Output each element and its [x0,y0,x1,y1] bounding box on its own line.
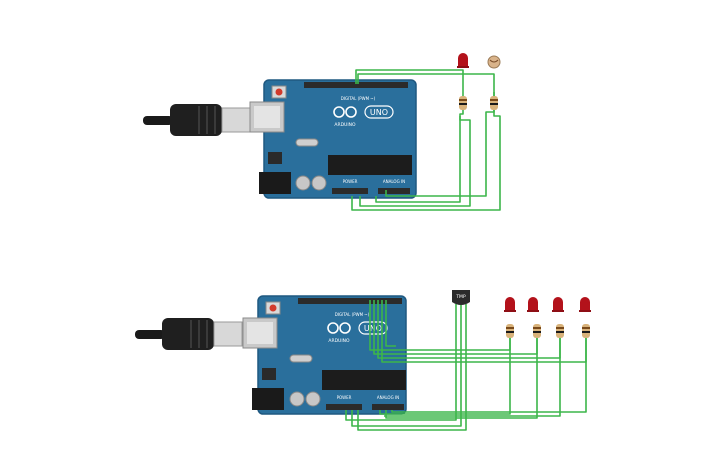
regulator-icon [268,152,282,164]
power-header-top [332,188,368,194]
bottom-circuit: DIGITAL (PWM ~) UNO ARDUINO POWER ANALOG… [135,290,591,431]
power-label-bottom: POWER [337,395,352,400]
arduino-board-top[interactable]: DIGITAL (PWM ~) UNO ARDUINO POWER [249,79,417,199]
digital-header-bottom [298,298,402,304]
arduino-board-bottom[interactable]: DIGITAL (PWM ~) UNO ARDUINO POWER ANALOG… [242,295,407,415]
analog-label-bottom: ANALOG IN [377,395,399,400]
resistor-bottom-2[interactable] [533,324,541,338]
analog-header-bottom [372,404,404,410]
temperature-sensor[interactable]: TMP [452,290,470,305]
microcontroller-chip-bottom [322,370,406,390]
crystal-icon [289,354,313,363]
usb-cable-top[interactable] [143,104,251,136]
power-jack-bottom [252,388,284,410]
usb-cable-bottom[interactable] [135,318,243,350]
top-circuit: DIGITAL (PWM ~) UNO ARDUINO POWER [143,53,501,211]
led-bottom-3[interactable] [552,297,564,312]
led-top[interactable] [457,53,469,68]
digital-label-bottom: DIGITAL (PWM ~) [335,312,370,317]
model-label-bottom: UNO [364,324,382,333]
power-header-bottom [326,404,362,410]
brand-label-top: ARDUINO [334,122,356,128]
led-bottom-1[interactable] [504,297,516,312]
analog-label-top: ANALOG IN [383,179,405,184]
regulator-icon [262,368,276,380]
reset-button-bottom[interactable] [269,304,277,312]
crystal-icon [295,138,319,147]
resistor-bottom-1[interactable] [506,324,514,338]
resistor-top-1[interactable] [459,96,467,110]
microcontroller-chip-top [328,155,412,175]
reset-button-top[interactable] [275,88,283,96]
analog-header-top [378,188,410,194]
digital-label-top: DIGITAL (PWM ~) [341,96,376,101]
sensor-label: TMP [455,294,466,300]
capacitor-icon [311,175,327,191]
photoresistor[interactable] [487,55,501,69]
power-jack-top [259,172,291,194]
capacitor-icon [295,175,311,191]
resistor-bottom-3[interactable] [556,324,564,338]
arduino-logo-bottom [327,322,351,334]
power-label-top: POWER [343,179,358,184]
brand-label-bottom: ARDUINO [328,338,350,344]
resistor-top-2[interactable] [490,96,498,110]
arduino-logo-top [333,106,357,118]
capacitor-icon [289,391,305,407]
resistor-bottom-4[interactable] [582,324,590,338]
led-bottom-4[interactable] [579,297,591,312]
capacitor-icon [305,391,321,407]
model-label-top: UNO [370,108,388,117]
wires-bottom [345,300,587,431]
led-bottom-2[interactable] [527,297,539,312]
digital-header-top [304,82,408,88]
